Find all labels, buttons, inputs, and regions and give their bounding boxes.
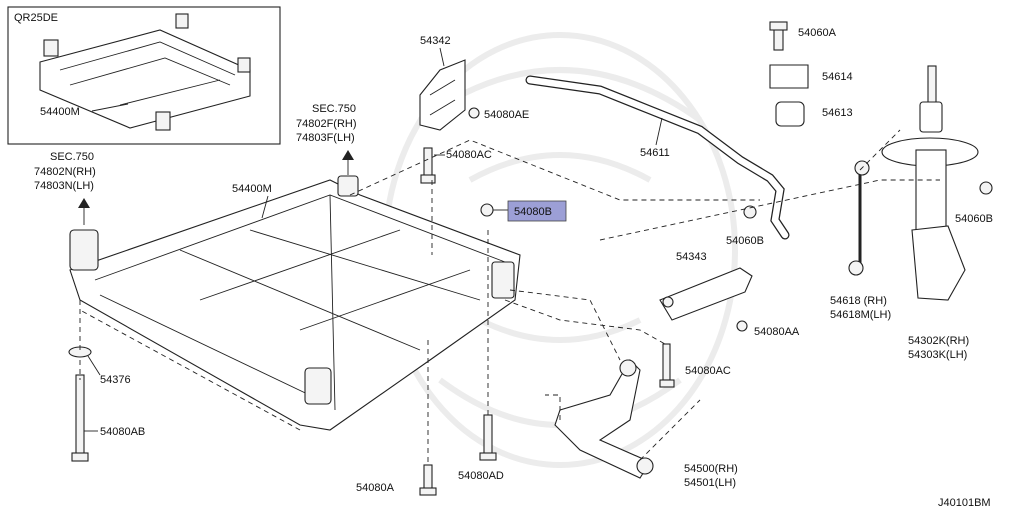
diagram-code: J40101BM [938, 497, 991, 509]
bolt-54080B-highlight: 54080B [480, 200, 567, 222]
svg-text:54080AD: 54080AD [458, 470, 504, 482]
svg-text:54342: 54342 [420, 35, 451, 47]
svg-text:54080AC: 54080AC [446, 149, 492, 161]
bracket-54342 [419, 59, 466, 131]
svg-text:54080AB: 54080AB [100, 426, 145, 438]
svg-text:54618M(LH): 54618M(LH) [830, 309, 891, 321]
bolt-54060A [769, 21, 788, 51]
svg-text:54618 (RH): 54618 (RH) [830, 295, 887, 307]
svg-text:54614: 54614 [822, 71, 853, 83]
svg-text:SEC.750: SEC.750 [50, 151, 94, 163]
callout-crossmember: 54400M [232, 183, 272, 195]
svg-text:54501(LH): 54501(LH) [684, 477, 736, 489]
bolt-54080AC-lower [659, 343, 675, 388]
svg-text:SEC.750: SEC.750 [312, 103, 356, 115]
svg-text:54080A: 54080A [356, 482, 395, 494]
inset-crossmember-drawing [39, 13, 251, 131]
bolt-54080AA [736, 320, 748, 332]
inset-engine-variant: QR25DE 54400M [7, 6, 281, 145]
svg-text:54302K(RH): 54302K(RH) [908, 335, 969, 347]
svg-text:54060B: 54060B [726, 235, 764, 247]
bracket-54343 [659, 267, 753, 321]
stabilizer-bar [525, 75, 790, 240]
bolt-54080AC-upper [420, 147, 436, 184]
bushing-54613 [775, 101, 805, 127]
bolt-54080A [419, 464, 437, 496]
svg-text:54060B: 54060B [955, 213, 993, 225]
inset-part-label: 54400M [40, 106, 80, 118]
bolt-54080AB [71, 374, 89, 462]
svg-text:74803F(LH): 74803F(LH) [296, 132, 355, 144]
svg-text:54376: 54376 [100, 374, 131, 386]
dashed-assembly-lines [79, 129, 940, 465]
sec-ref-left: SEC.750 74802N(RH) 74803N(LH) [34, 151, 96, 225]
svg-text:74802N(RH): 74802N(RH) [34, 166, 96, 178]
svg-text:54303K(LH): 54303K(LH) [908, 349, 967, 361]
svg-text:54060A: 54060A [798, 27, 837, 39]
sec-ref-upper: SEC.750 74802F(RH) 74803F(LH) [296, 103, 357, 175]
svg-text:54343: 54343 [676, 251, 707, 263]
svg-text:54613: 54613 [822, 107, 853, 119]
svg-text:74803N(LH): 74803N(LH) [34, 180, 94, 192]
nut-54060B-right [979, 181, 993, 195]
bolt-54080AD [479, 414, 497, 461]
svg-text:54500(RH): 54500(RH) [684, 463, 738, 475]
inset-engine-label: QR25DE [14, 12, 58, 24]
stabilizer-connecting-rod [848, 160, 870, 276]
nut-54060B-left [743, 205, 757, 219]
svg-text:54080AA: 54080AA [754, 326, 800, 338]
svg-text:54080AC: 54080AC [685, 365, 731, 377]
transverse-link-arm [554, 359, 654, 479]
clamp-54614 [769, 64, 809, 89]
highlighted-part-label: 54080B [514, 206, 552, 218]
front-crossmember [69, 175, 521, 431]
svg-text:74802F(RH): 74802F(RH) [296, 118, 357, 130]
svg-text:54080AE: 54080AE [484, 109, 529, 121]
bolt-54080AE [468, 107, 480, 119]
strut-assembly [881, 65, 979, 301]
svg-text:54611: 54611 [640, 147, 670, 159]
